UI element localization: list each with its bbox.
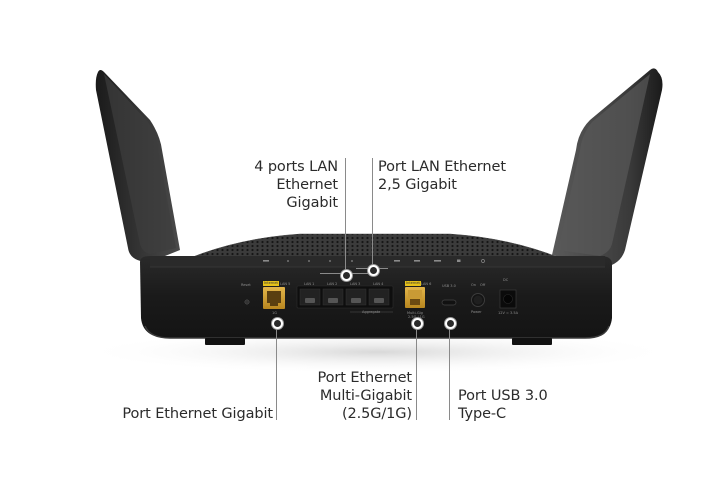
power-on-label: On [471,283,476,287]
reset-label: Reset [241,283,251,287]
lan3-label: LAN 3 [350,282,361,286]
callout-dot-lan-gigabit [341,270,352,281]
multi-gig-label: Multi-Gig [407,311,423,315]
internet-tag-2: Internet [405,281,421,286]
dc-spec-label: 12V = 3.5A [498,311,518,315]
callout-line-ethernet-gigabit [276,323,277,420]
port-1g-label: 1G [272,311,277,315]
power-off-label: Off [480,283,486,287]
callout-usb: Port USB 3.0 Type-C [458,388,548,422]
lan4-label: LAN 4 [373,282,384,286]
power-label: Power [471,310,482,314]
callout-line-multi-gigabit [416,323,417,420]
callout-multi-gigabit: Port Ethernet Multi-Gigabit (2.5G/1G) [317,370,412,422]
callout-line-lan-2-5 [372,158,373,268]
callout-ethernet-gigabit: Port Ethernet Gigabit [122,406,273,422]
callout-dot-lan-2-5 [368,265,379,276]
internet-tag-1: Internet [263,281,279,286]
dc-label: DC [503,278,509,282]
multi-gig-speed: 2.5G / 1G [408,315,425,319]
callout-line-usb [449,323,450,420]
callout-dot-multi-gigabit [412,318,423,329]
lan2-label: LAN 2 [327,282,338,286]
aggregate-label: Aggregate [362,310,381,314]
callout-lan-gigabit: 4 ports LAN Ethernet Gigabit [254,159,338,211]
lan5-label: LAN 5 [280,282,291,286]
callout-line-lan-gigabit [345,158,346,274]
usb-label: USB 3.0 [442,284,456,288]
callout-lan-2-5: Port LAN Ethernet 2,5 Gigabit [378,159,506,193]
callout-dot-usb [445,318,456,329]
lan1-label: LAN 1 [304,282,315,286]
callout-dot-ethernet-gigabit [272,318,283,329]
lan6-label: LAN 6 [421,282,432,286]
